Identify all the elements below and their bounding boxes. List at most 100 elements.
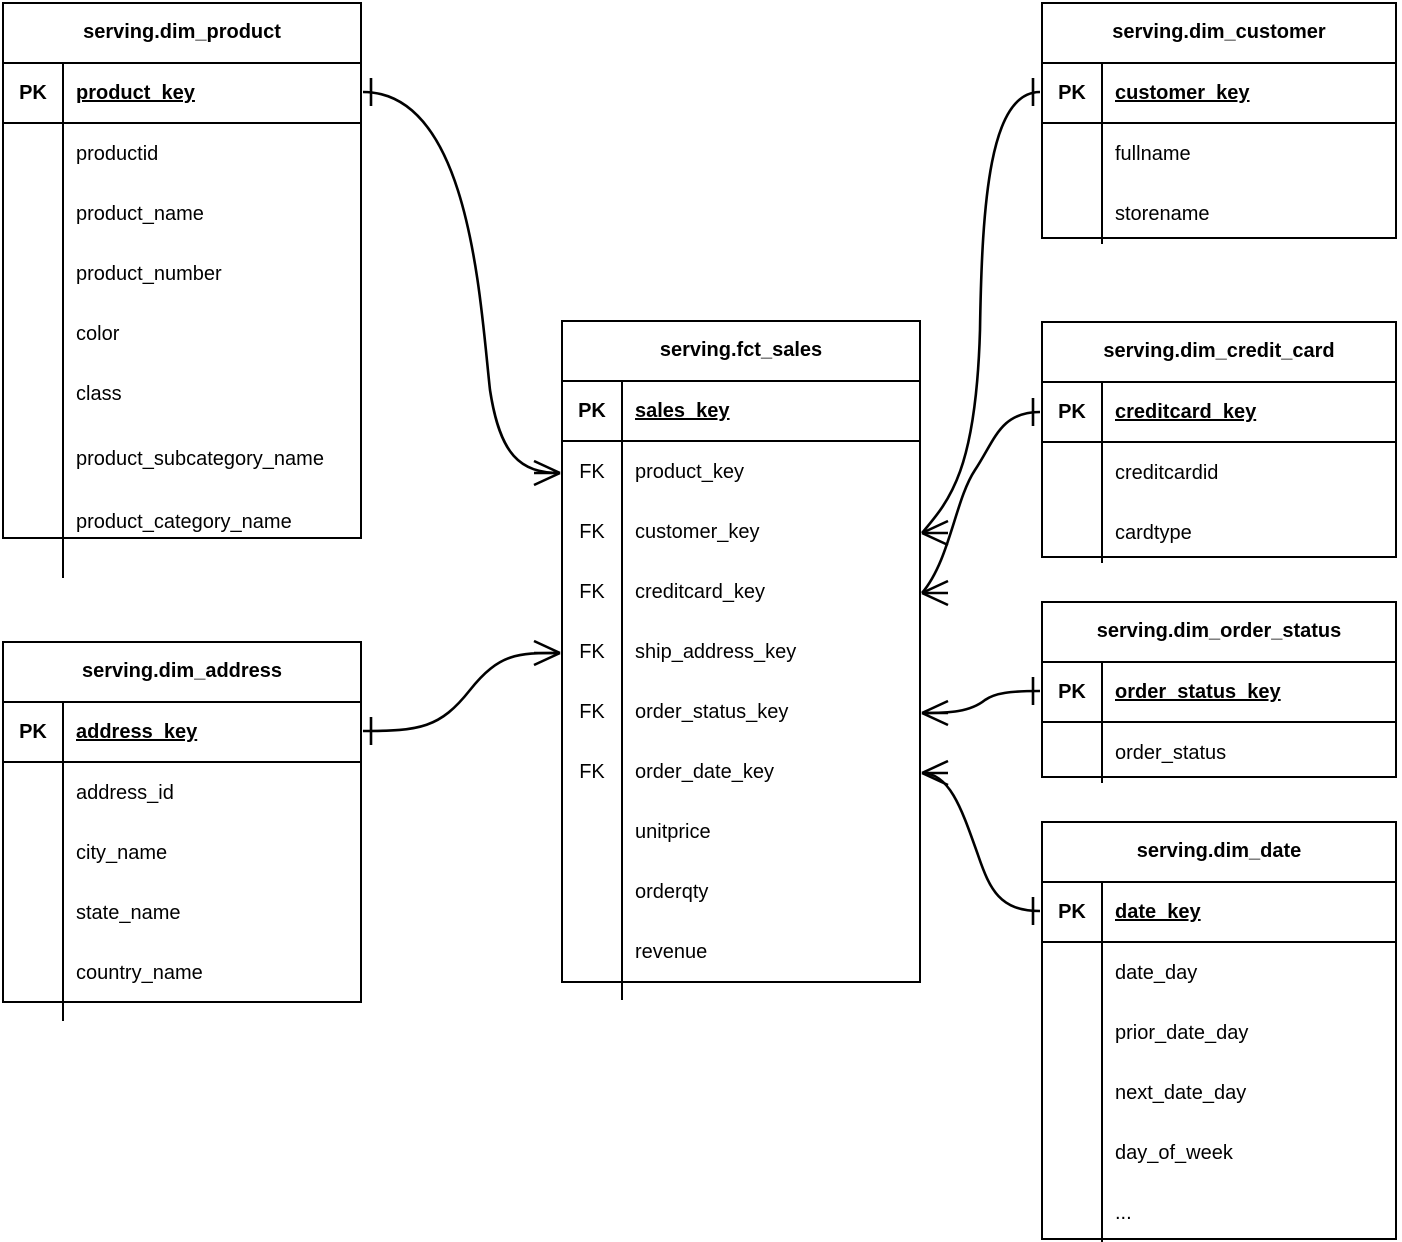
attribute-name-fk-ship-address-key: ship_address_key bbox=[635, 641, 797, 663]
attribute-row-storename[interactable]: storename bbox=[1043, 184, 1395, 244]
attribute-name-fk-customer-key: customer_key bbox=[635, 521, 760, 543]
key-badge-blank bbox=[4, 763, 64, 823]
entity-title-dim-credit-card: serving.dim_credit_card bbox=[1043, 323, 1395, 383]
key-badge-blank bbox=[563, 862, 623, 922]
key-badge-blank bbox=[4, 184, 64, 244]
attribute-row-cardtype[interactable]: cardtype bbox=[1043, 503, 1395, 563]
attribute-row-customer-key[interactable]: PK customer_key bbox=[1043, 64, 1395, 124]
entity-dim-credit-card[interactable]: serving.dim_credit_card PK creditcard_ke… bbox=[1041, 321, 1397, 563]
attribute-name-product-category-name: product_category_name bbox=[76, 511, 292, 533]
attribute-row-day-of-week[interactable]: day_of_week bbox=[1043, 1123, 1395, 1183]
attribute-row-prior-date-day[interactable]: prior_date_day bbox=[1043, 1003, 1395, 1063]
attribute-row-country-name[interactable]: country_name bbox=[4, 943, 360, 1003]
attribute-row-fk-order-date-key[interactable]: FK order_date_key bbox=[563, 742, 919, 802]
key-badge-fk: FK bbox=[563, 502, 623, 562]
attribute-row-date-key[interactable]: PK date_key bbox=[1043, 883, 1395, 943]
attribute-name-country-name: country_name bbox=[76, 962, 203, 984]
attribute-name-storename: storename bbox=[1115, 203, 1210, 225]
attribute-row-creditcard-key[interactable]: PK creditcard_key bbox=[1043, 383, 1395, 443]
attribute-row-revenue[interactable]: revenue bbox=[563, 922, 919, 982]
key-badge-pk: PK bbox=[1043, 663, 1103, 721]
attribute-name-color: color bbox=[76, 323, 120, 345]
key-badge-blank bbox=[1043, 943, 1103, 1003]
key-badge-blank bbox=[1043, 124, 1103, 184]
key-badge-blank bbox=[4, 494, 64, 550]
entity-dim-address[interactable]: serving.dim_address PK address_key addre… bbox=[2, 641, 362, 1021]
attribute-row-date-day[interactable]: date_day bbox=[1043, 943, 1395, 1003]
relationship-product-to-sales bbox=[362, 78, 561, 487]
attribute-row-fk-creditcard-key[interactable]: FK creditcard_key bbox=[563, 562, 919, 622]
key-badge-blank bbox=[4, 943, 64, 1003]
attribute-row-productid[interactable]: productid bbox=[4, 124, 360, 184]
entity-dim-customer[interactable]: serving.dim_customer PK customer_key ful… bbox=[1041, 2, 1397, 244]
attribute-name-customer-key: customer_key bbox=[1115, 82, 1250, 104]
attribute-row-unitprice[interactable]: unitprice bbox=[563, 802, 919, 862]
entity-title-dim-date: serving.dim_date bbox=[1043, 823, 1395, 883]
attribute-row-product-key[interactable]: PK product_key bbox=[4, 64, 360, 124]
attribute-row-next-date-day[interactable]: next_date_day bbox=[1043, 1063, 1395, 1123]
attribute-name-productid: productid bbox=[76, 143, 159, 165]
key-badge-blank bbox=[1043, 723, 1103, 783]
key-badge-pk: PK bbox=[4, 64, 64, 122]
key-badge-blank bbox=[4, 823, 64, 883]
attribute-name-orderqty: orderqty bbox=[635, 881, 709, 903]
key-badge-blank bbox=[4, 883, 64, 943]
attribute-name-ellipsis: ... bbox=[1115, 1202, 1132, 1224]
attribute-row-sales-key[interactable]: PK sales_key bbox=[563, 382, 919, 442]
key-badge-fk: FK bbox=[563, 742, 623, 802]
attribute-name-state-name: state_name bbox=[76, 902, 181, 924]
attribute-row-order-status-key[interactable]: PK order_status_key bbox=[1043, 663, 1395, 723]
key-badge-blank bbox=[1043, 184, 1103, 244]
attribute-row-state-name[interactable]: state_name bbox=[4, 883, 360, 943]
attribute-row-fullname[interactable]: fullname bbox=[1043, 124, 1395, 184]
attribute-row-fk-product-key[interactable]: FK product_key bbox=[563, 442, 919, 502]
key-badge-blank bbox=[4, 424, 64, 494]
attribute-row-address-key[interactable]: PK address_key bbox=[4, 703, 360, 763]
attribute-list-dim-customer: fullname storename bbox=[1043, 124, 1395, 244]
entity-title-dim-order-status: serving.dim_order_status bbox=[1043, 603, 1395, 663]
relationship-customer-to-sales bbox=[921, 78, 1041, 547]
attribute-row-fk-ship-address-key[interactable]: FK ship_address_key bbox=[563, 622, 919, 682]
attribute-row-order-status[interactable]: order_status bbox=[1043, 723, 1395, 783]
attribute-name-date-day: date_day bbox=[1115, 962, 1198, 984]
attribute-name-city-name: city_name bbox=[76, 842, 168, 864]
key-badge-blank bbox=[4, 304, 64, 364]
key-badge-blank bbox=[1043, 1063, 1103, 1123]
attribute-list-dim-order-status: order_status bbox=[1043, 723, 1395, 783]
attribute-name-day-of-week: day_of_week bbox=[1115, 1142, 1233, 1164]
key-badge-blank bbox=[4, 550, 64, 578]
key-badge-blank bbox=[4, 244, 64, 304]
key-badge-blank bbox=[563, 982, 623, 1000]
attribute-row-fk-order-status-key[interactable]: FK order_status_key bbox=[563, 682, 919, 742]
attribute-row-orderqty[interactable]: orderqty bbox=[563, 862, 919, 922]
attribute-name-revenue: revenue bbox=[635, 941, 708, 963]
attribute-row-product-name[interactable]: product_name bbox=[4, 184, 360, 244]
key-badge-blank bbox=[1043, 503, 1103, 563]
attribute-name-creditcard-key: creditcard_key bbox=[1115, 401, 1257, 423]
relationship-orderstatus-to-sales bbox=[921, 677, 1041, 727]
attribute-row-fk-customer-key[interactable]: FK customer_key bbox=[563, 502, 919, 562]
entity-dim-date[interactable]: serving.dim_date PK date_key date_day pr… bbox=[1041, 821, 1397, 1242]
attribute-row-color[interactable]: color bbox=[4, 304, 360, 364]
attribute-name-order-status-key: order_status_key bbox=[1115, 681, 1281, 703]
attribute-row-ellipsis[interactable]: ... bbox=[1043, 1183, 1395, 1242]
attribute-list-dim-date: date_day prior_date_day next_date_day da… bbox=[1043, 943, 1395, 1242]
attribute-row-class[interactable]: class bbox=[4, 364, 360, 424]
relationship-address-to-sales bbox=[362, 639, 561, 745]
key-badge-pk: PK bbox=[563, 382, 623, 440]
attribute-name-class: class bbox=[76, 383, 122, 405]
attribute-row-product-subcategory-name[interactable]: product_subcategory_name bbox=[4, 424, 360, 494]
attribute-row-product-category-name[interactable]: product_category_name bbox=[4, 494, 360, 550]
key-badge-blank bbox=[4, 364, 64, 424]
attribute-row-address-id[interactable]: address_id bbox=[4, 763, 360, 823]
attribute-row-product-number[interactable]: product_number bbox=[4, 244, 360, 304]
attribute-row-spacer bbox=[4, 1003, 360, 1021]
attribute-row-creditcardid[interactable]: creditcardid bbox=[1043, 443, 1395, 503]
attribute-row-spacer bbox=[4, 550, 360, 578]
entity-fct-sales[interactable]: serving.fct_sales PK sales_key FK produc… bbox=[561, 320, 921, 1000]
entity-dim-order-status[interactable]: serving.dim_order_status PK order_status… bbox=[1041, 601, 1397, 783]
attribute-name-product-number: product_number bbox=[76, 263, 222, 285]
entity-dim-product[interactable]: serving.dim_product PK product_key produ… bbox=[2, 2, 362, 578]
key-badge-fk: FK bbox=[563, 682, 623, 742]
attribute-row-city-name[interactable]: city_name bbox=[4, 823, 360, 883]
